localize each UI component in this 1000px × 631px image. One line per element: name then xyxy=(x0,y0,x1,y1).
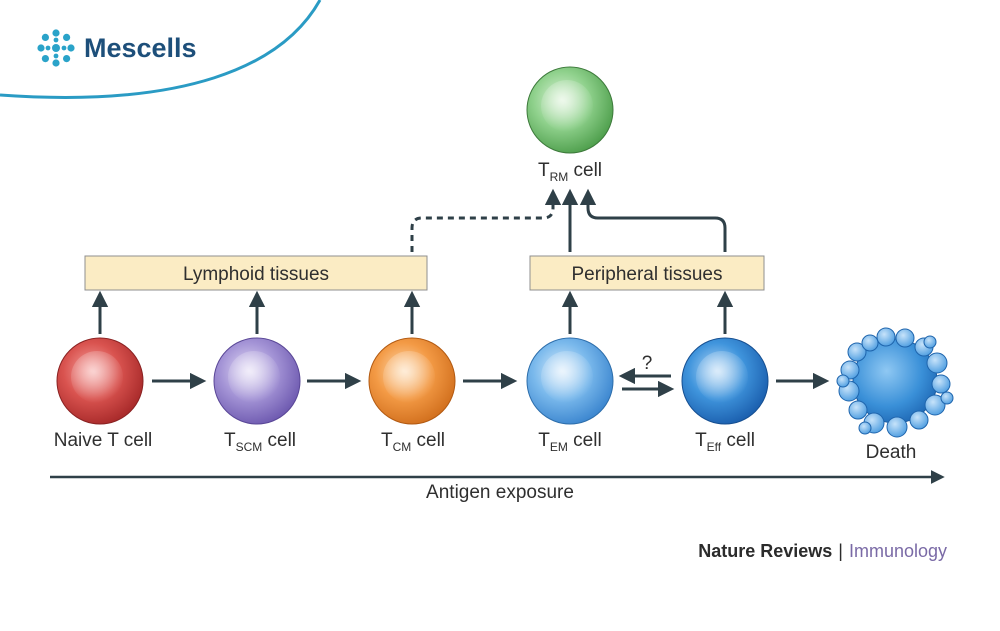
arrow-teff-to-trm xyxy=(579,188,727,252)
mescells-logo-icon xyxy=(37,29,75,67)
apoptotic-cell: Death xyxy=(836,327,954,463)
trm-cell: TRM cell xyxy=(526,66,614,184)
antigen-exposure-label: Antigen exposure xyxy=(426,482,574,503)
antigen-exposure-axis: Antigen exposure xyxy=(50,470,945,503)
differentiation-arrows xyxy=(91,188,830,398)
death-label: Death xyxy=(866,442,917,463)
teff-cell-label: TEff cell xyxy=(695,430,755,454)
arrow-lymphoid-to-trm-dashed xyxy=(410,188,562,252)
lymphoid-tissues-box: Lymphoid tissues xyxy=(84,255,428,291)
naive-t-cell-label: Naive T cell xyxy=(54,430,153,451)
lymphoid-tissues-label: Lymphoid tissues xyxy=(183,264,329,285)
tem-cell-label: TEM cell xyxy=(538,430,601,454)
brand-swoosh xyxy=(0,0,322,104)
teff-cell: TEff cell xyxy=(681,337,769,454)
peripheral-tissues-box: Peripheral tissues xyxy=(529,255,765,291)
source-credit: Nature Reviews|Immunology xyxy=(698,541,947,561)
reversibility-question-mark: ? xyxy=(642,353,653,374)
tscm-cell: TSCM cell xyxy=(213,337,301,454)
trm-cell-label: TRM cell xyxy=(538,160,602,184)
brand-header: Mescells xyxy=(0,0,322,104)
brand-swoosh-line xyxy=(0,0,322,99)
apoptotic-blebs xyxy=(836,327,954,438)
peripheral-tissues-label: Peripheral tissues xyxy=(571,264,722,285)
brand-name: Mescells xyxy=(84,33,197,63)
tem-cell: TEM cell xyxy=(526,337,614,454)
tcm-cell-label: TCM cell xyxy=(381,430,445,454)
naive-t-cell: Naive T cell xyxy=(54,337,153,451)
tscm-cell-label: TSCM cell xyxy=(224,430,296,454)
tcm-cell: TCM cell xyxy=(368,337,456,454)
